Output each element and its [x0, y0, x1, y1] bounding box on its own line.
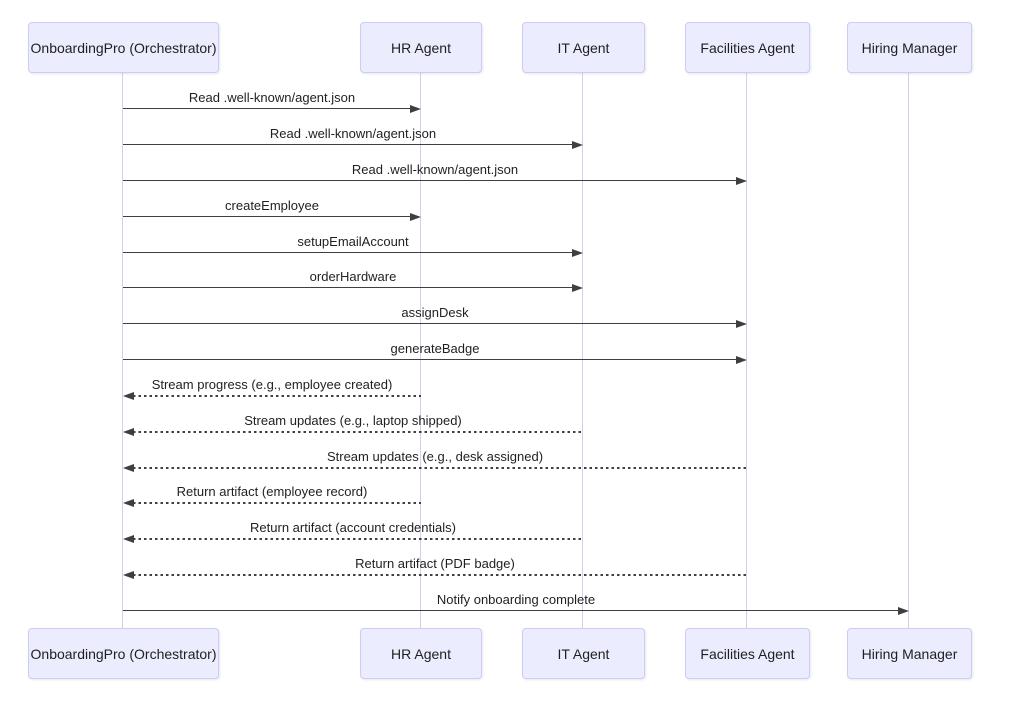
- message-label: generateBadge: [390, 341, 480, 356]
- message-label: Read .well-known/agent.json: [351, 162, 519, 177]
- message-label: orderHardware: [309, 269, 397, 284]
- participant-top-hiring-manager: Hiring Manager: [847, 22, 972, 73]
- arrowhead-icon: [123, 534, 134, 543]
- message-line: [133, 538, 583, 540]
- participant-label: IT Agent: [557, 645, 610, 662]
- message-label: Return artifact (employee record): [176, 484, 368, 499]
- message-line: [123, 108, 411, 109]
- lifeline-facilities-agent: [746, 73, 747, 628]
- arrowhead-icon: [123, 391, 134, 400]
- message-label: Notify onboarding complete: [436, 592, 596, 607]
- message-line: [123, 287, 573, 288]
- lifeline-onboardingpro: [122, 73, 123, 628]
- participant-label: Hiring Manager: [861, 39, 958, 56]
- message-line: [123, 180, 737, 181]
- participant-top-hr-agent: HR Agent: [360, 22, 482, 73]
- participant-label: Facilities Agent: [700, 39, 795, 56]
- arrowhead-icon: [410, 212, 421, 221]
- message-label: Stream updates (e.g., desk assigned): [326, 449, 544, 464]
- participant-label: HR Agent: [391, 645, 451, 662]
- message-line: [123, 252, 573, 253]
- message-line: [133, 431, 583, 433]
- lifeline-hiring-manager: [908, 73, 909, 628]
- message-label: Return artifact (account credentials): [250, 520, 456, 535]
- participant-top-facilities-agent: Facilities Agent: [685, 22, 810, 73]
- message-label: Return artifact (PDF badge): [355, 556, 515, 571]
- message-label: Stream progress (e.g., employee created): [151, 377, 393, 392]
- participant-label: OnboardingPro (Orchestrator): [30, 645, 217, 662]
- arrowhead-icon: [736, 319, 747, 328]
- message-label: Read .well-known/agent.json: [269, 126, 437, 141]
- message-label: Stream updates (e.g., laptop shipped): [244, 413, 462, 428]
- arrowhead-icon: [123, 570, 134, 579]
- message-line: [123, 216, 411, 217]
- message-line: [123, 610, 899, 611]
- participant-label: Hiring Manager: [861, 645, 958, 662]
- arrowhead-icon: [736, 355, 747, 364]
- participant-bottom-hr-agent: HR Agent: [360, 628, 482, 679]
- arrowhead-icon: [123, 463, 134, 472]
- message-label: Read .well-known/agent.json: [188, 90, 356, 105]
- arrowhead-icon: [898, 606, 909, 615]
- lifeline-hr-agent: [420, 73, 421, 628]
- arrowhead-icon: [123, 427, 134, 436]
- participant-bottom-facilities-agent: Facilities Agent: [685, 628, 810, 679]
- arrowhead-icon: [572, 248, 583, 257]
- message-line: [123, 323, 737, 324]
- message-line: [133, 467, 747, 469]
- participant-top-it-agent: IT Agent: [522, 22, 645, 73]
- message-label: setupEmailAccount: [297, 234, 409, 249]
- arrowhead-icon: [410, 104, 421, 113]
- participant-bottom-hiring-manager: Hiring Manager: [847, 628, 972, 679]
- message-label: assignDesk: [401, 305, 469, 320]
- message-line: [123, 144, 573, 145]
- participant-bottom-onboardingpro: OnboardingPro (Orchestrator): [28, 628, 219, 679]
- arrowhead-icon: [736, 176, 747, 185]
- lifeline-it-agent: [582, 73, 583, 628]
- participant-label: Facilities Agent: [700, 645, 795, 662]
- arrowhead-icon: [123, 498, 134, 507]
- message-label: createEmployee: [225, 198, 319, 213]
- participant-top-onboardingpro: OnboardingPro (Orchestrator): [28, 22, 219, 73]
- participant-label: OnboardingPro (Orchestrator): [30, 39, 217, 56]
- arrowhead-icon: [572, 283, 583, 292]
- message-line: [133, 502, 421, 504]
- participant-label: IT Agent: [557, 39, 610, 56]
- message-line: [123, 359, 737, 360]
- arrowhead-icon: [572, 140, 583, 149]
- message-line: [133, 395, 421, 397]
- participant-label: HR Agent: [391, 39, 451, 56]
- message-line: [133, 574, 747, 576]
- participant-bottom-it-agent: IT Agent: [522, 628, 645, 679]
